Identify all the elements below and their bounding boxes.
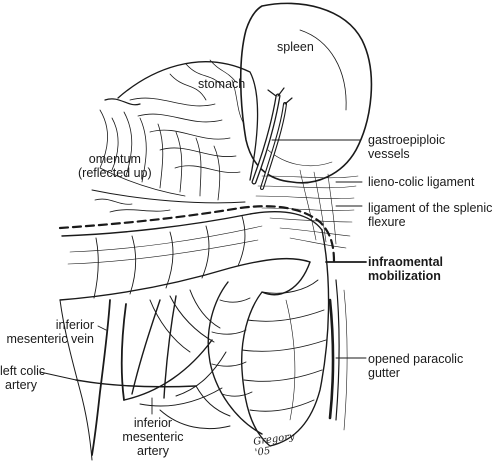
inferior-mesenteric-artery-label: inferior mesenteric artery (122, 416, 184, 458)
stomach-label: stomach (198, 77, 246, 91)
omentum-shape (91, 98, 246, 213)
abdominal-wall-edge (59, 299, 93, 461)
spleen-shape (239, 2, 373, 184)
gastroepiploic-vessels-shape (251, 87, 293, 190)
sigmoid-loop-shape (207, 281, 263, 435)
spleen-label: spleen (277, 40, 314, 54)
transverse-colon-shape (59, 211, 323, 301)
infraomental-mobilization-label: infraomental mobilization (368, 255, 444, 283)
gastroepiploic-vessels-label: gastroepiploic vessels (368, 133, 446, 161)
leader-lines (39, 139, 367, 415)
stomach-shape (117, 59, 259, 181)
lieno-colic-ligament-label: lieno-colic ligament (368, 175, 475, 189)
paracolic-gutter-label: opened paracolic gutter (368, 352, 464, 380)
ligament-strands (255, 169, 359, 249)
splenic-flexure-ligament-label: ligament of the splenic flexure (368, 201, 493, 229)
mesenteric-vessels-shape (75, 289, 231, 456)
left-colic-artery-label: left colic artery (0, 364, 46, 392)
paracolic-gutter-shape (328, 279, 348, 431)
mobilization-dashed-line (58, 205, 336, 264)
inferior-mesenteric-vein-label: inferior mesenteric vein (6, 318, 94, 346)
omentum-label: omentum (reflected up) (78, 152, 152, 180)
